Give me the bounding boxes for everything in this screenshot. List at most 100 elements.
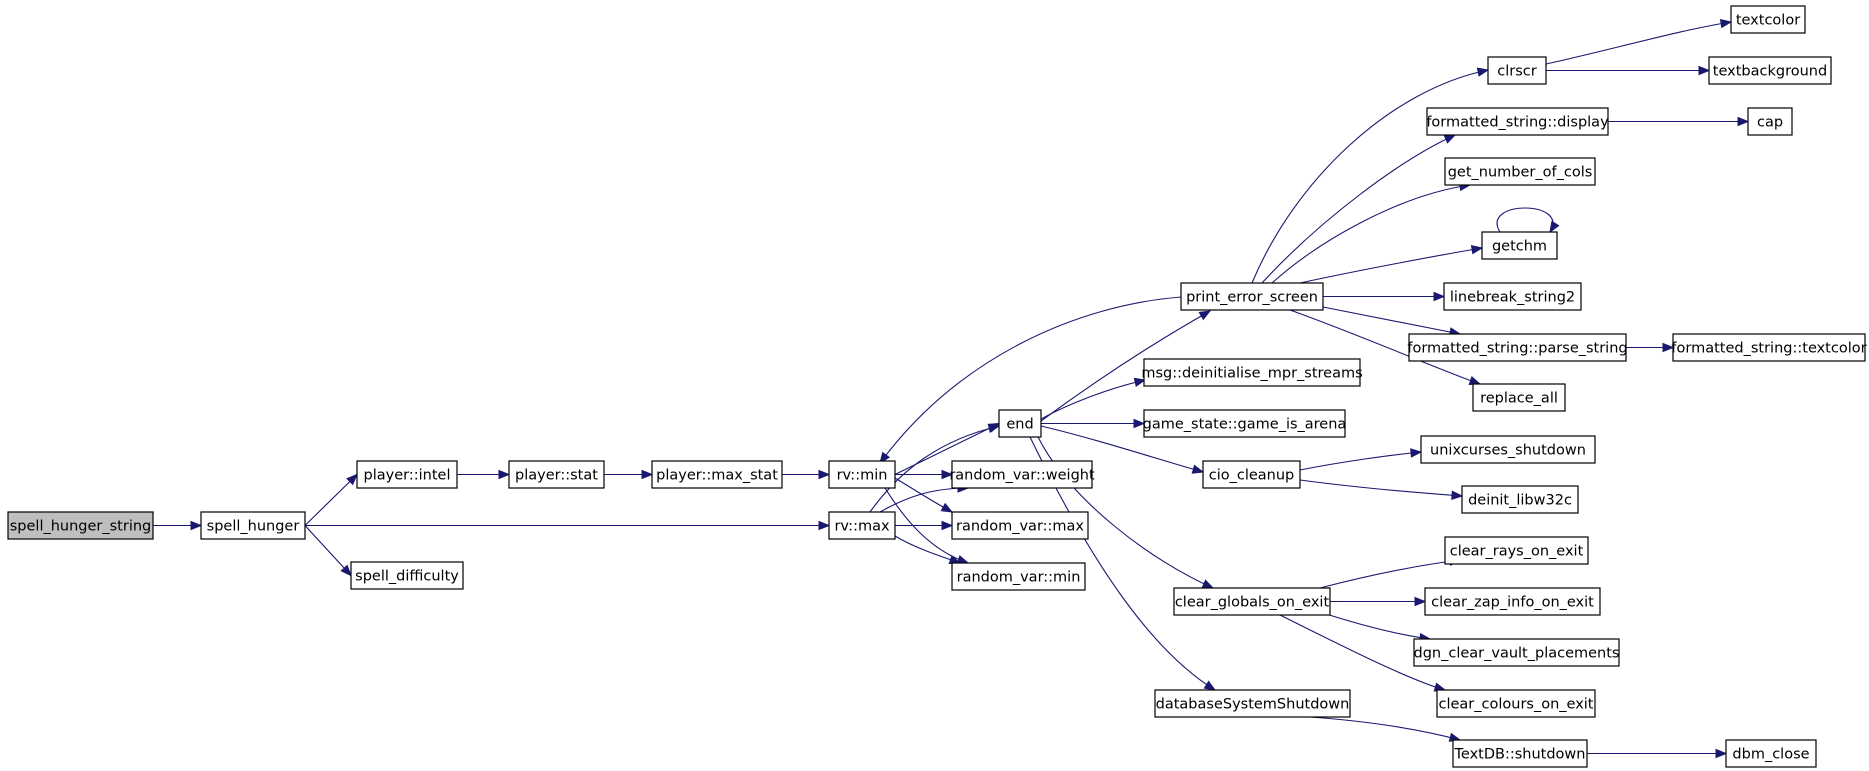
node-box	[1408, 333, 1627, 362]
node-spell-hunger[interactable]: spell_hunger	[200, 511, 306, 540]
edge-spell-hunger-string-to-spell-hunger	[153, 520, 203, 531]
node-get-cols[interactable]: get_number_of_cols	[1444, 157, 1596, 186]
edge-spell-hunger-to-rv-max	[305, 520, 831, 531]
node-cap[interactable]: cap	[1747, 107, 1793, 136]
edge-end-to-msg-deinit	[1040, 377, 1147, 420]
node-player-stat[interactable]: player::stat	[508, 460, 605, 489]
node-getchm[interactable]: getchm	[1481, 231, 1558, 260]
node-box	[1481, 231, 1558, 260]
node-label: rv::max	[834, 519, 890, 535]
edge-fs-display-to-cap	[1608, 116, 1750, 127]
node-clear-colours[interactable]: clear_colours_on_exit	[1436, 689, 1596, 718]
node-player-max-stat[interactable]: player::max_stat	[651, 460, 783, 489]
node-fs-parse[interactable]: formatted_string::parse_string	[1407, 333, 1628, 362]
node-print-error-screen[interactable]: print_error_screen	[1180, 282, 1324, 311]
node-box	[1708, 56, 1832, 85]
node-spell-hunger-string[interactable]: spell_hunger_string	[7, 511, 154, 540]
node-box	[1452, 739, 1588, 768]
node-clear-rays[interactable]: clear_rays_on_exit	[1444, 536, 1589, 565]
node-box	[1747, 107, 1793, 136]
node-box	[828, 511, 896, 540]
arrowhead-icon	[1468, 376, 1482, 386]
edge-cio-cleanup-to-deinit-libw32c	[1299, 479, 1464, 500]
node-label: clrscr	[1497, 64, 1536, 80]
node-dgn-clear[interactable]: dgn_clear_vault_placements	[1413, 638, 1620, 667]
node-dbm-close[interactable]: dbm_close	[1725, 739, 1817, 768]
arrowhead-icon	[1698, 65, 1711, 76]
node-rv-max2[interactable]: random_var::max	[951, 511, 1089, 540]
edge-line	[1040, 425, 1204, 473]
node-label: textbackground	[1713, 64, 1827, 80]
node-label: spell_hunger	[207, 519, 300, 535]
node-textcolor[interactable]: textcolor	[1730, 5, 1806, 34]
edge-clear-globals-to-dgn-clear	[1319, 611, 1432, 643]
node-unixcurses[interactable]: unixcurses_shutdown	[1420, 435, 1596, 464]
node-rv-min2[interactable]: random_var::min	[951, 562, 1086, 591]
edge-line	[304, 525, 352, 576]
edge-end-to-print-error-screen	[1040, 310, 1212, 422]
node-cio-cleanup[interactable]: cio_cleanup	[1202, 460, 1301, 489]
node-box	[1173, 587, 1331, 616]
edge-line	[1309, 716, 1461, 741]
node-label: formatted_string::parse_string	[1407, 341, 1627, 357]
edge-line	[1040, 310, 1211, 422]
arrowhead-icon	[1410, 448, 1423, 458]
node-rv-min[interactable]: rv::min	[828, 460, 896, 489]
node-label: random_var::min	[957, 570, 1081, 586]
arrowhead-icon	[1414, 596, 1427, 607]
call-graph-nodes: spell_hunger_string spell_hunger player::i…	[7, 5, 1867, 768]
node-label: player::max_stat	[656, 468, 778, 484]
node-clear-zap[interactable]: clear_zap_info_on_exit	[1424, 587, 1601, 616]
node-textbackground[interactable]: textbackground	[1708, 56, 1832, 85]
arrowhead-icon	[1433, 291, 1446, 302]
node-msg-deinit[interactable]: msg::deinitialise_mpr_streams	[1141, 358, 1363, 387]
node-box	[1154, 689, 1351, 718]
node-clrscr[interactable]: clrscr	[1487, 56, 1547, 85]
node-end[interactable]: end	[998, 409, 1042, 438]
edge-line	[1251, 69, 1489, 284]
node-spell-difficulty[interactable]: spell_difficulty	[350, 561, 464, 590]
node-label: player::stat	[515, 468, 598, 484]
edge-end-to-game-is-arena	[1041, 418, 1146, 429]
node-box	[1143, 358, 1361, 387]
node-box	[356, 460, 458, 489]
node-player-intel[interactable]: player::intel	[356, 460, 458, 489]
edge-line	[1279, 614, 1446, 691]
node-clear-globals[interactable]: clear_globals_on_exit	[1173, 587, 1331, 616]
node-rv-weight[interactable]: random_var::weight	[949, 460, 1095, 489]
node-label: dgn_clear_vault_placements	[1414, 646, 1620, 662]
node-game-is-arena[interactable]: game_state::game_is_arena	[1143, 409, 1347, 438]
node-label: cap	[1757, 115, 1783, 131]
edge-clrscr-to-textbackground	[1546, 65, 1711, 76]
edge-db-shutdown-to-textdb-shutdown	[1309, 716, 1462, 742]
edge-line	[884, 487, 969, 564]
edge-line	[894, 423, 1000, 475]
arrowhead-icon	[1203, 680, 1217, 691]
edge-line	[1271, 184, 1471, 284]
arrowhead-icon	[1191, 464, 1205, 474]
edge-print-error-screen-to-linebreak	[1323, 291, 1446, 302]
edge-rv-min-to-rv-weight	[895, 469, 954, 480]
edge-line	[869, 425, 1000, 513]
node-replace-all[interactable]: replace_all	[1472, 383, 1566, 412]
node-textdb-shutdown[interactable]: TextDB::shutdown	[1452, 739, 1588, 768]
node-fs-display[interactable]: formatted_string::display	[1426, 107, 1609, 136]
node-fs-textcolor[interactable]: formatted_string::textcolor	[1671, 333, 1867, 362]
edge-end-to-cio-cleanup	[1040, 425, 1205, 474]
arrowhead-icon	[1198, 310, 1212, 321]
node-box	[7, 511, 154, 540]
node-rv-max[interactable]: rv::max	[828, 511, 896, 540]
arrowhead-icon	[818, 520, 831, 531]
node-label: spell_hunger_string	[10, 519, 152, 535]
node-box	[1730, 5, 1806, 34]
node-db-shutdown[interactable]: databaseSystemShutdown	[1154, 689, 1351, 718]
node-label: formatted_string::display	[1426, 115, 1609, 131]
node-linebreak[interactable]: linebreak_string2	[1443, 282, 1582, 311]
node-label: msg::deinitialise_mpr_streams	[1141, 366, 1362, 382]
node-label: random_var::max	[956, 519, 1084, 535]
node-label: clear_colours_on_exit	[1439, 697, 1594, 713]
edge-print-error-screen-to-clrscr	[1251, 67, 1490, 284]
arrowhead-icon	[1737, 116, 1750, 127]
node-deinit-libw32c[interactable]: deinit_libw32c	[1461, 485, 1579, 514]
